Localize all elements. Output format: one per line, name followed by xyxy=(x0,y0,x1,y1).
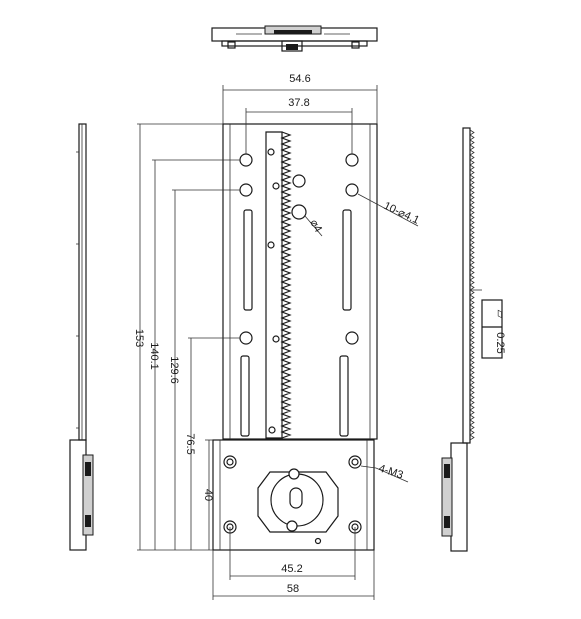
flatness-symbol: ▱ xyxy=(494,310,506,319)
flatness-callout: ▱ 0.25 xyxy=(470,289,506,359)
center-hole xyxy=(291,204,307,220)
right-side-view xyxy=(441,127,475,552)
mount-hole xyxy=(345,331,359,345)
dimension-lines xyxy=(137,85,419,600)
callout-base-screws: 4-M3 xyxy=(377,462,405,481)
mount-hole xyxy=(345,183,359,197)
dim-base-height: 40 xyxy=(202,489,214,501)
front-view-upper-plate xyxy=(222,123,378,440)
mount-hole xyxy=(345,153,359,167)
callout-hole-spec: 10-⌀4.1 xyxy=(382,200,421,227)
mount-hole xyxy=(239,331,253,345)
dim-upper-holes-height: 140.1 xyxy=(148,342,160,370)
left-side-view xyxy=(69,123,94,551)
rack-teeth-side xyxy=(469,129,475,441)
dim-mid-holes-height: 129.6 xyxy=(168,356,180,384)
front-view-base xyxy=(212,439,375,551)
side-rack-tooth-profile xyxy=(469,129,475,441)
mount-hole xyxy=(239,183,253,197)
rack-tooth-profile xyxy=(280,131,292,439)
callout-center-hole: ⌀4 xyxy=(307,218,324,235)
top-view xyxy=(211,25,378,52)
dim-hole-spacing-top: 37.8 xyxy=(288,97,309,109)
dim-base-hole-spacing: 45.2 xyxy=(281,563,302,575)
dim-overall-width-top: 54.6 xyxy=(289,73,310,85)
dim-lower-holes-height: 76.5 xyxy=(184,433,196,454)
mount-hole xyxy=(239,153,253,167)
center-hole xyxy=(292,174,306,188)
dim-base-width: 58 xyxy=(287,583,299,595)
dim-total-height: 153 xyxy=(133,329,145,347)
rack-teeth xyxy=(280,131,292,439)
flatness-tolerance: 0.25 xyxy=(494,332,506,353)
